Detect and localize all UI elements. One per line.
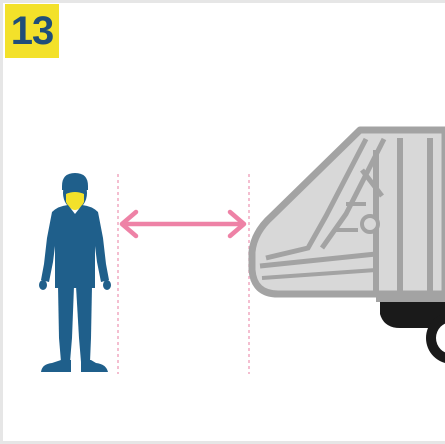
double-headed-arrow-icon — [122, 212, 244, 236]
person-with-mask-icon — [39, 173, 111, 372]
garbage-truck-icon — [252, 130, 445, 364]
